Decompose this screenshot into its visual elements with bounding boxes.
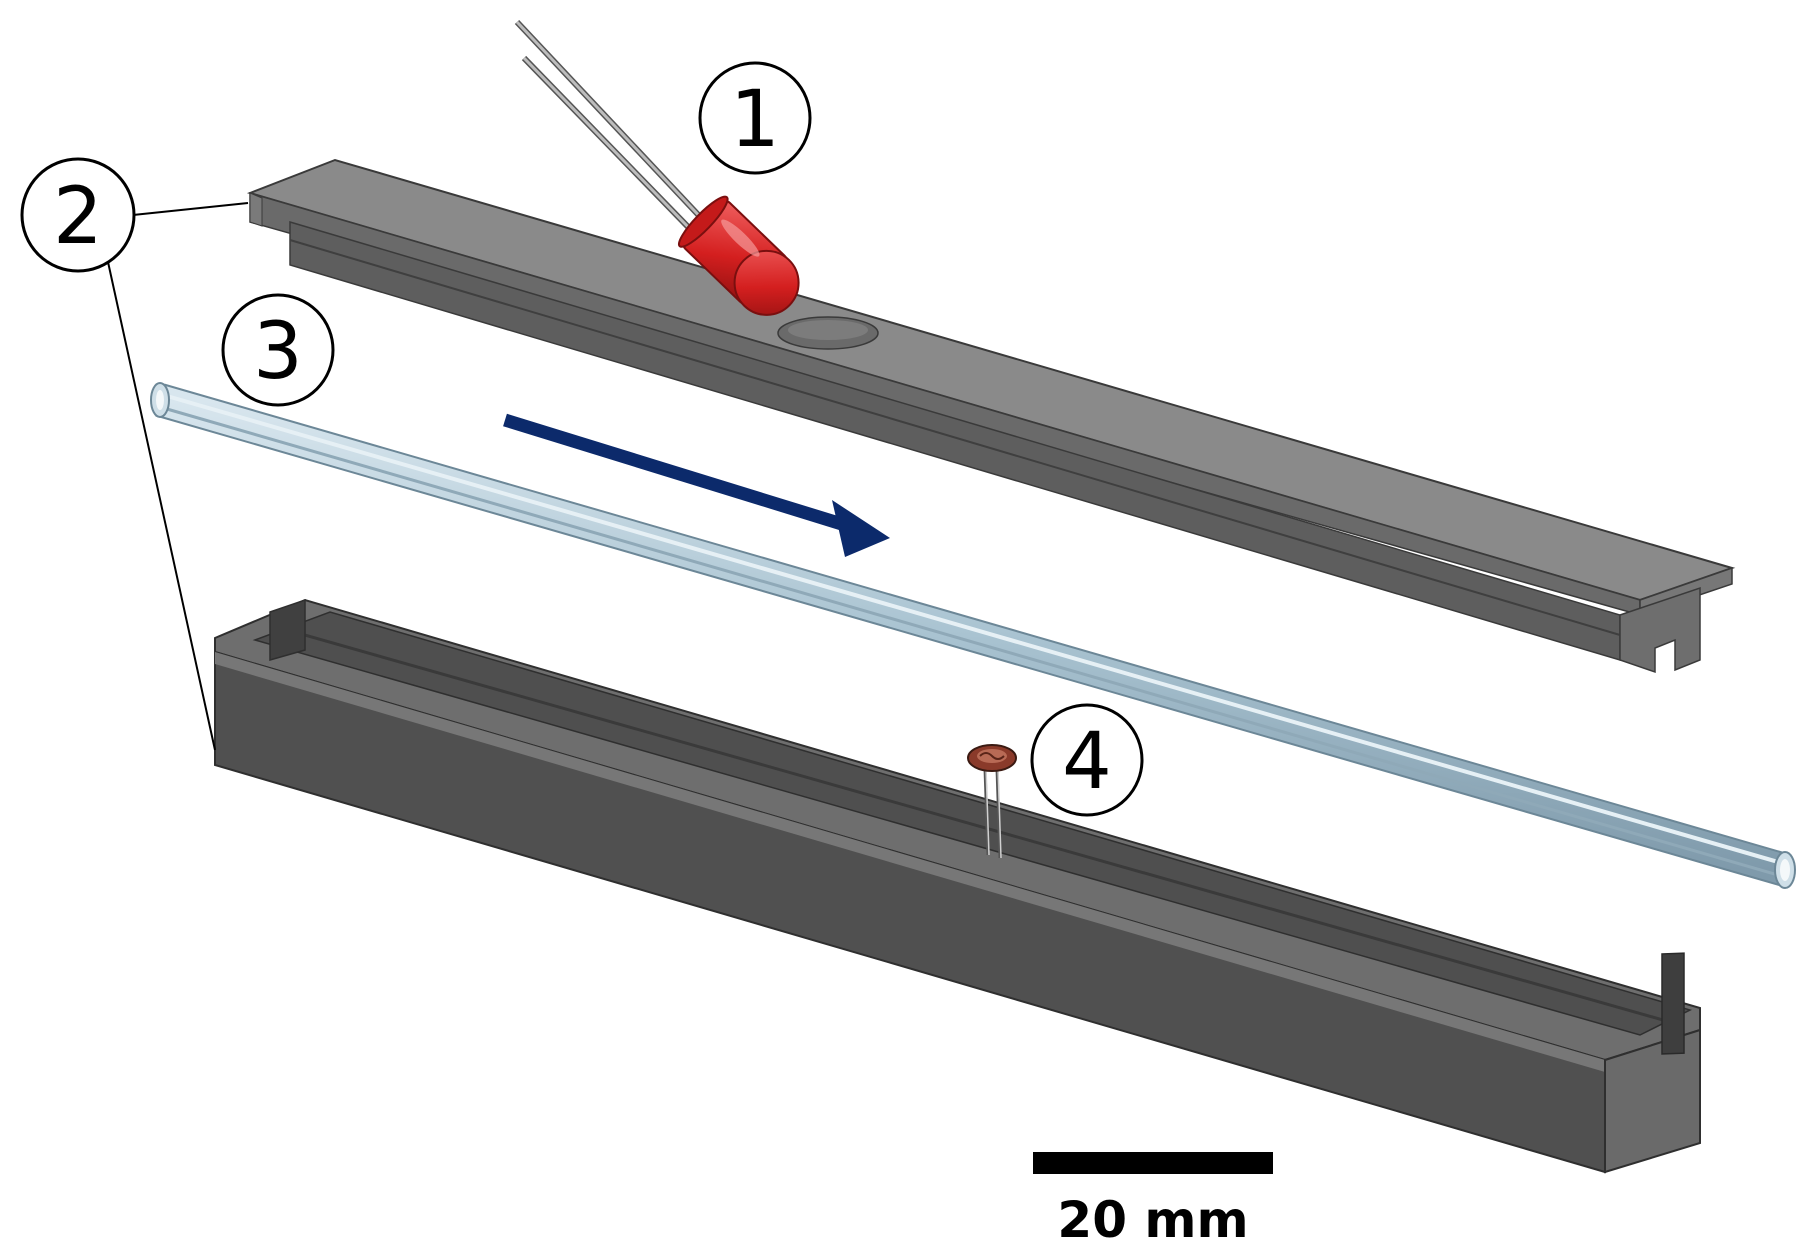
top-cover: [246, 158, 1736, 674]
scale-bar: 20 mm: [1033, 1152, 1273, 1249]
callout-1: 1: [698, 61, 812, 175]
flow-direction-arrow: [503, 413, 890, 557]
callout-2: 2: [20, 157, 136, 273]
light-sensor: [967, 744, 1017, 859]
scale-bar-label: 20 mm: [1057, 1191, 1248, 1249]
led: [514, 19, 800, 316]
callout-1-label: 1: [730, 75, 780, 165]
callout-3-label: 3: [253, 307, 303, 397]
callout-4: 4: [1030, 703, 1144, 817]
glass-tube: [150, 382, 1796, 889]
bottom-base: [214, 598, 1701, 1174]
scale-bar-line: [1033, 1152, 1273, 1174]
callout-3: 3: [221, 293, 335, 407]
callout-4-label: 4: [1062, 717, 1112, 807]
callout-2-leader-lines: [107, 202, 249, 751]
callout-2-label: 2: [53, 172, 103, 262]
